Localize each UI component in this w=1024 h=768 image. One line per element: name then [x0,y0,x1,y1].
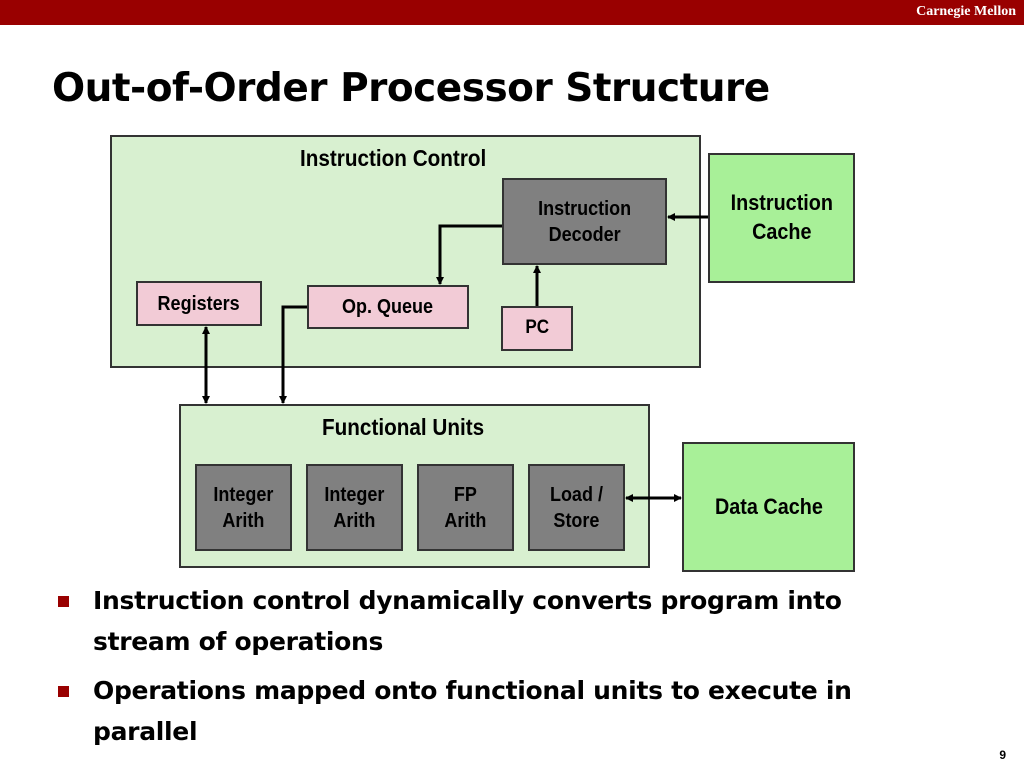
bullet-text: Operations mapped onto functional units … [93,676,852,746]
bullet-list: Instruction control dynamically converts… [55,580,935,760]
instruction-decoder-box: Instruction Decoder [502,178,667,265]
bullet-item: Operations mapped onto functional units … [55,670,935,752]
bullet-item: Instruction control dynamically converts… [55,580,935,662]
unit-label: Integer Arith [213,483,274,532]
pc-label: PC [525,317,549,339]
unit-label: FP Arith [444,483,487,532]
brand-label: Carnegie Mellon [916,4,1016,19]
header-bar: Carnegie Mellon [0,0,1024,25]
fp-arith-unit: FP Arith [417,464,514,551]
functional-units-label: Functional Units [322,414,485,440]
registers-label: Registers [157,292,241,315]
instruction-control-label: Instruction Control [300,145,487,171]
page-number: 9 [999,748,1006,762]
instruction-decoder-label: Instruction Decoder [537,197,632,246]
registers-box: Registers [136,281,262,326]
pc-box: PC [501,306,573,351]
op-queue-label: Op. Queue [342,296,434,318]
integer-arith-unit-2: Integer Arith [306,464,403,551]
instruction-cache-label: Instruction Cache [730,190,833,244]
square-bullet-icon [58,596,69,607]
decoder-to-queue-arrow [436,224,502,285]
unit-label: Load / Store [549,483,603,532]
unit-label: Integer Arith [324,483,385,532]
integer-arith-unit-1: Integer Arith [195,464,292,551]
load-store-unit: Load / Store [528,464,625,551]
bullet-text: Instruction control dynamically converts… [93,586,842,656]
slide-title: Out-of-Order Processor Structure [52,66,770,111]
data-cache-box: Data Cache [682,442,855,572]
square-bullet-icon [58,686,69,697]
data-cache-label: Data Cache [714,493,823,519]
instruction-cache-box: Instruction Cache [708,153,855,283]
queue-to-units-arrow [279,305,307,404]
op-queue-box: Op. Queue [307,285,469,329]
